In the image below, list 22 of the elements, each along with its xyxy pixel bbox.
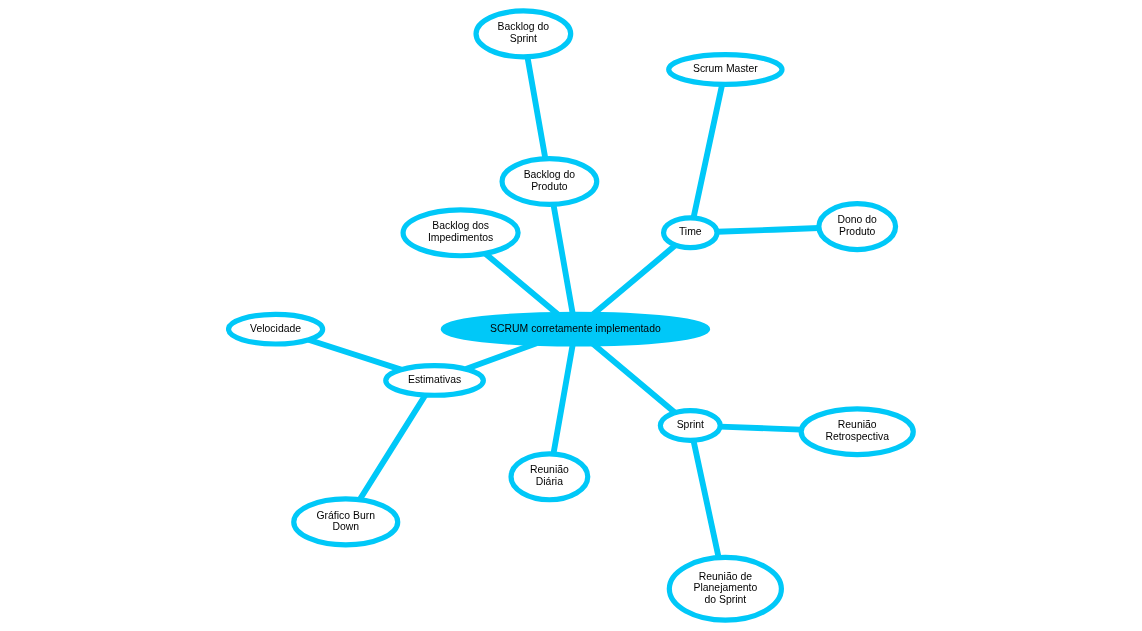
node-ellipse: Backlog do Produto	[499, 155, 600, 208]
node-ellipse: Sprint	[657, 408, 723, 443]
connector	[717, 225, 820, 235]
node-ellipse: Time	[660, 215, 720, 251]
node-ellipse: Estimativas	[383, 363, 486, 398]
connector	[690, 439, 722, 559]
node-ellipse: Reunião Retrospectiva	[798, 406, 916, 458]
connector	[550, 343, 576, 455]
node-ellipse: Velocidade	[226, 311, 326, 347]
connector	[550, 203, 576, 315]
connector	[720, 423, 802, 433]
node-ellipse: SCRUM corretamente implementado	[440, 311, 711, 347]
connector	[524, 56, 549, 159]
node-ellipse: Backlog dos Impedimentos	[400, 207, 521, 259]
connector	[307, 337, 402, 373]
node-ellipse: Dono do Produto	[816, 201, 899, 253]
connector	[690, 83, 726, 219]
node-ellipse: Scrum Master	[666, 52, 785, 87]
node-ellipse: Reunião de Planejamento do Sprint	[666, 554, 784, 623]
node-ellipse: Reunião Diária	[508, 451, 591, 503]
node-ellipse: Backlog do Sprint	[473, 8, 574, 60]
node-ellipse: Gráfico Burn Down	[291, 496, 401, 548]
